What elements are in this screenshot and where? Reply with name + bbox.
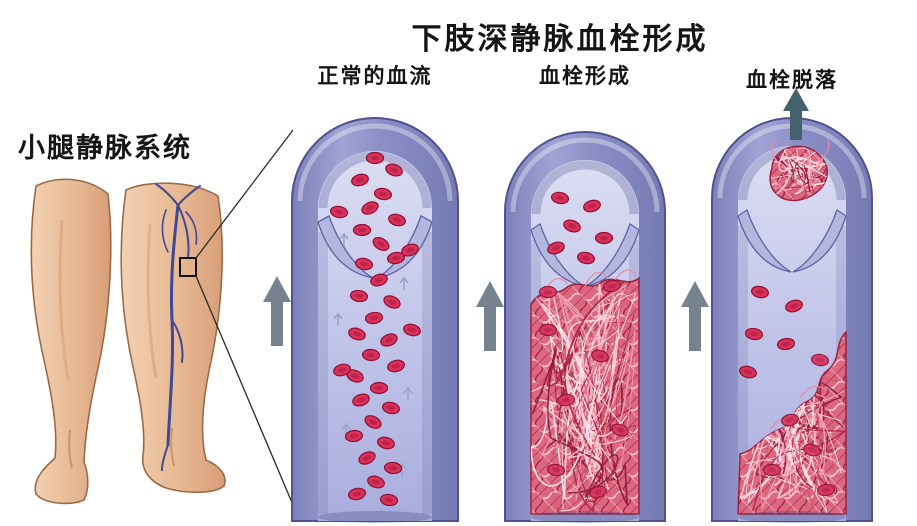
- flow-up-arrow-icon: [681, 281, 709, 351]
- flow-up-arrow-icon: [476, 281, 504, 351]
- fibrin-mesh: [531, 280, 637, 513]
- page-title: 下肢深静脉血栓形成: [411, 23, 709, 56]
- embolus-wisps: [771, 139, 830, 161]
- calf-vein-system-label: 小腿静脉系统: [18, 133, 192, 163]
- embolus-up-arrow-icon: [783, 88, 809, 140]
- venous-valve: [737, 208, 847, 273]
- vein-thrombus-detachment: [711, 117, 873, 523]
- magnifier-callout: [179, 129, 294, 506]
- embolus-mesh: [769, 146, 828, 200]
- zoom-line-bottom: [195, 275, 294, 506]
- vein-normal-flow: [291, 117, 459, 523]
- deep-vein-network: [155, 183, 201, 471]
- column-label-normal-flow: 正常的血流: [317, 65, 433, 88]
- zoom-region-box: [179, 257, 197, 277]
- calf-legs-illustration: [30, 178, 226, 505]
- column-label-thrombus-formation: 血栓形成: [539, 65, 631, 88]
- vein-thrombus-formation: [504, 131, 666, 523]
- left-leg: [30, 178, 112, 505]
- flow-up-arrow-icon: [263, 276, 291, 346]
- column-label-thrombus-detachment: 血栓脱落: [746, 69, 838, 92]
- zoom-line-top: [195, 129, 294, 259]
